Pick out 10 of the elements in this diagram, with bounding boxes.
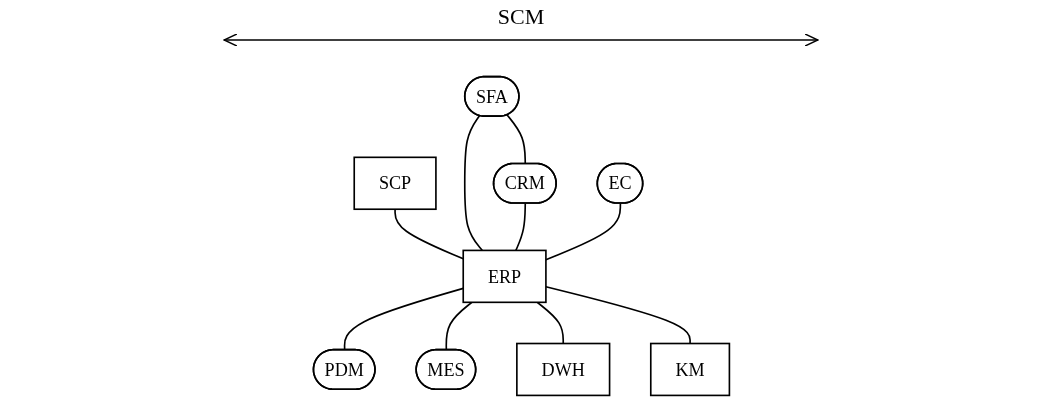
connector bbox=[463, 114, 483, 252]
node-box: DWH bbox=[515, 342, 610, 397]
node-box: KM bbox=[649, 342, 730, 397]
node-box: SCP bbox=[352, 156, 437, 211]
connector bbox=[445, 301, 473, 351]
connector bbox=[514, 202, 526, 252]
connector bbox=[536, 301, 564, 345]
node-box: ERP bbox=[461, 249, 547, 304]
scm-label: SCM bbox=[497, 4, 545, 30]
connector bbox=[505, 114, 526, 165]
